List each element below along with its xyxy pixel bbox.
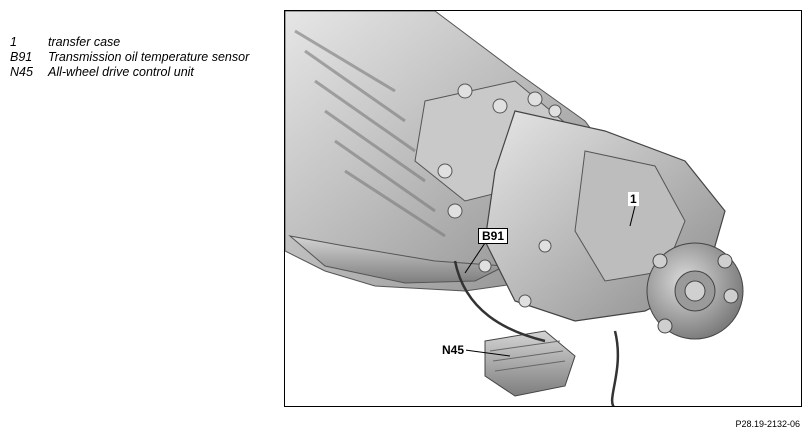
legend-code: 1 [10, 35, 17, 49]
callout-line-b91 [464, 242, 486, 274]
callout-line-n45 [464, 349, 511, 357]
legend-text: Transmission oil temperature sensor [48, 50, 250, 64]
oil-pan [288, 235, 507, 284]
callout-line-1 [629, 205, 636, 227]
wiring [453, 260, 620, 406]
callout-1: 1 [628, 192, 639, 206]
legend-item-b91: B91 Transmission oil temperature sensor [10, 50, 249, 65]
housing-ribs [294, 29, 446, 238]
transmission-illustration [285, 11, 744, 406]
legend-item-1: 1 transfer case [10, 35, 249, 50]
legend: 1 transfer case B91 Transmission oil tem… [10, 35, 249, 80]
legend-text: All-wheel drive control unit [48, 65, 194, 79]
reference-number: P28.19-2132-06 [735, 419, 800, 429]
legend-item-n45: N45 All-wheel drive control unit [10, 65, 249, 80]
callout-b91: B91 [478, 228, 509, 244]
legend-text: transfer case [48, 35, 121, 49]
callout-n45: N45 [440, 343, 467, 357]
bolts [437, 83, 562, 308]
legend-code: N45 [10, 65, 33, 79]
legend-code: B91 [10, 50, 33, 64]
control-unit [484, 330, 576, 397]
transmission-figure: 1 B91 N45 [284, 10, 802, 407]
